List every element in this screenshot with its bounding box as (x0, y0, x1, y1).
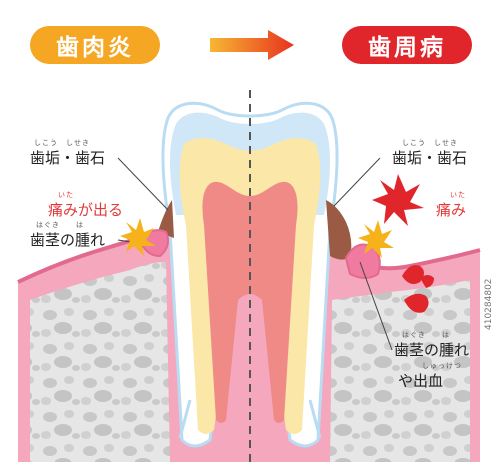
pain-burst-icon (120, 218, 156, 256)
left-swelling-label: 歯茎の腫れ (30, 231, 106, 249)
tartar-left (158, 200, 174, 238)
left-pain-ruby: いた (58, 191, 74, 199)
pain-burst-icon (358, 220, 394, 258)
bone-left (30, 262, 170, 462)
right-bleeding-ruby: しゅっけつ (422, 362, 462, 370)
right-pain-ruby: いた (450, 191, 466, 199)
gingivitis-title: 歯肉炎 (30, 26, 160, 64)
right-pain-label: 痛み (436, 201, 467, 219)
bone-right (330, 280, 470, 462)
right-swelling-ruby: はぐき は (402, 331, 450, 339)
left-pain-label: 痛みが出る (48, 201, 124, 219)
left-plaque-label: 歯垢・歯石 (30, 149, 106, 167)
swollen-gum-right (344, 243, 381, 279)
periodontitis-title: 歯周病 (342, 26, 472, 64)
stock-id-watermark: 410284802 (484, 278, 494, 330)
right-bleeding-label: や出血 (398, 372, 444, 390)
arrow-right-icon (210, 30, 294, 60)
blood-drop-icon (402, 265, 424, 284)
left-plaque-ruby: しこう しせき (34, 139, 90, 147)
right-plaque-ruby: しこう しせき (402, 139, 458, 147)
right-plaque-label: 歯垢・歯石 (392, 149, 468, 167)
blood-drop-icon (404, 293, 429, 313)
pulp (202, 181, 298, 423)
right-swelling-label: 歯茎の腫れ (394, 341, 470, 359)
tartar-right (326, 200, 352, 260)
pain-burst-icon (372, 174, 424, 226)
blood-drop-icon (420, 275, 434, 288)
left-swelling-ruby: はぐき は (36, 221, 84, 229)
